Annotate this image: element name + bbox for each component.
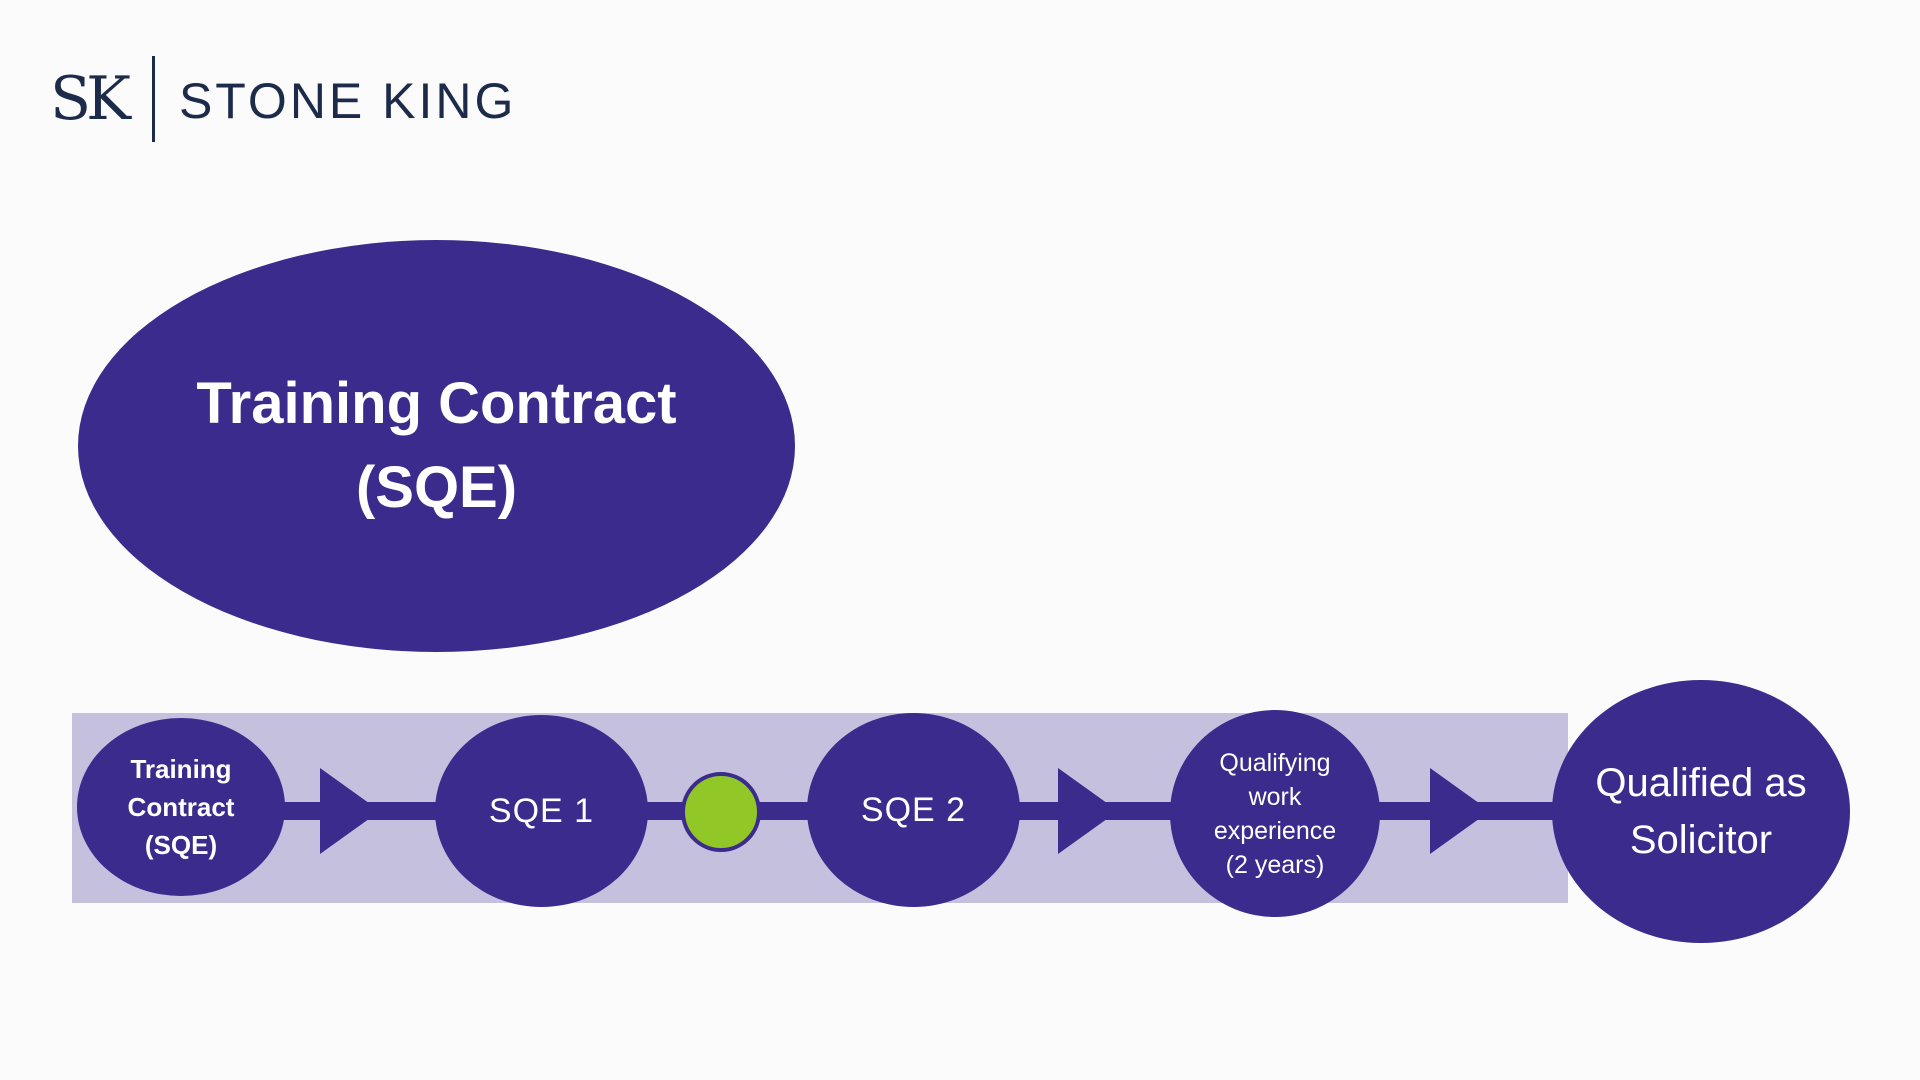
logo-divider xyxy=(151,56,155,142)
step-label-line: Contract xyxy=(127,792,235,822)
hero-title-line1: Training Contract xyxy=(196,371,677,436)
step-qualifying-work-experience: Qualifying work experience (2 years) xyxy=(1170,710,1380,917)
step-sqe1: SQE 1 xyxy=(435,715,648,907)
arrow-right-icon xyxy=(1430,768,1490,854)
sk-monogram-icon: SK xyxy=(50,64,131,134)
step-label-line: Qualified as xyxy=(1595,760,1807,805)
step-label-line: Training xyxy=(130,754,232,784)
step-label-line: (SQE) xyxy=(144,830,218,860)
step-label-line: work xyxy=(1248,782,1302,811)
step-training-contract: Training Contract (SQE) xyxy=(77,718,285,896)
milestone-dot xyxy=(681,772,761,852)
training-contract-bubble: Training Contract (SQE) xyxy=(78,240,795,652)
step-sqe2: SQE 2 xyxy=(807,713,1020,907)
step-label: SQE 2 xyxy=(860,790,967,829)
step-label: SQE 1 xyxy=(488,791,595,830)
logo-wordmark: STONE KING xyxy=(178,73,517,129)
step-label-line: experience xyxy=(1213,816,1337,845)
step-label-line: (2 years) xyxy=(1225,850,1325,879)
arrow-right-icon xyxy=(320,768,380,854)
stone-king-logo: SK STONE KING xyxy=(50,56,516,142)
step-label-line: Qualifying xyxy=(1219,748,1331,777)
step-label-line: Solicitor xyxy=(1629,817,1773,862)
hero-title-line2: (SQE) xyxy=(355,455,518,520)
step-qualified-as-solicitor: Qualified as Solicitor xyxy=(1552,680,1850,943)
arrow-right-icon xyxy=(1058,768,1118,854)
